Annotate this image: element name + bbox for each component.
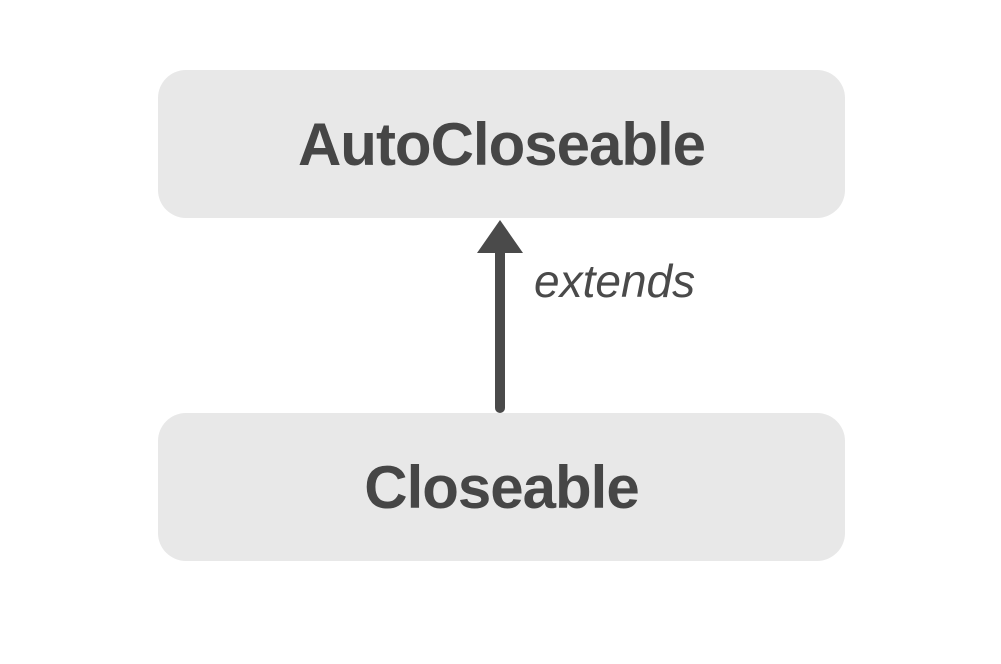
edge-label-extends: extends (534, 255, 696, 307)
arrow-shaft (495, 246, 505, 413)
node-closeable: Closeable (158, 413, 845, 561)
node-autocloseable-label: AutoCloseable (297, 110, 706, 178)
node-closeable-label: Closeable (364, 453, 639, 521)
node-autocloseable: AutoCloseable (158, 70, 845, 218)
